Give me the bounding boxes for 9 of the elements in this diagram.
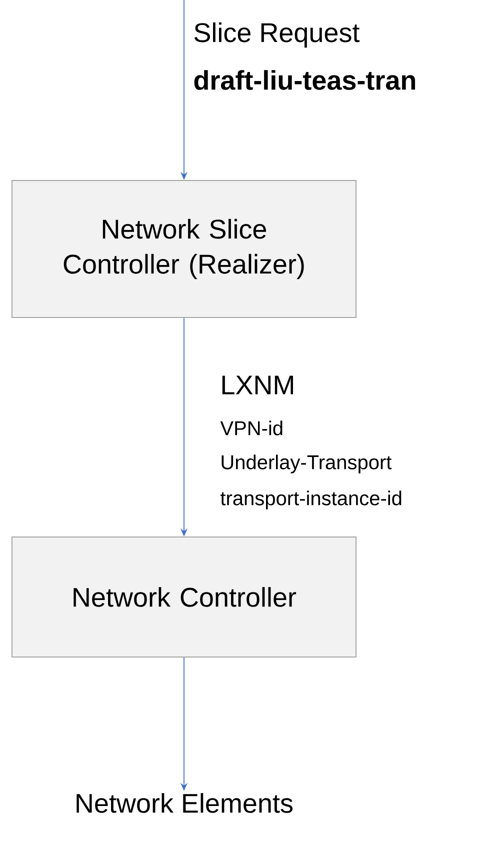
controller-box: Network Controller [12,536,356,658]
label-text: Slice Request [194,22,360,48]
label-text: transport-instance-id [220,490,402,510]
node-text: Network Elements [76,793,293,813]
label-text: LXNM [222,376,293,394]
controller-box: Network Slice Controller (Realizer) [12,180,356,318]
label-text: draft-liu-teas-tran [194,70,416,90]
label-text: Underlay-Transport [222,454,392,474]
label-text: VPN-id [220,420,282,436]
